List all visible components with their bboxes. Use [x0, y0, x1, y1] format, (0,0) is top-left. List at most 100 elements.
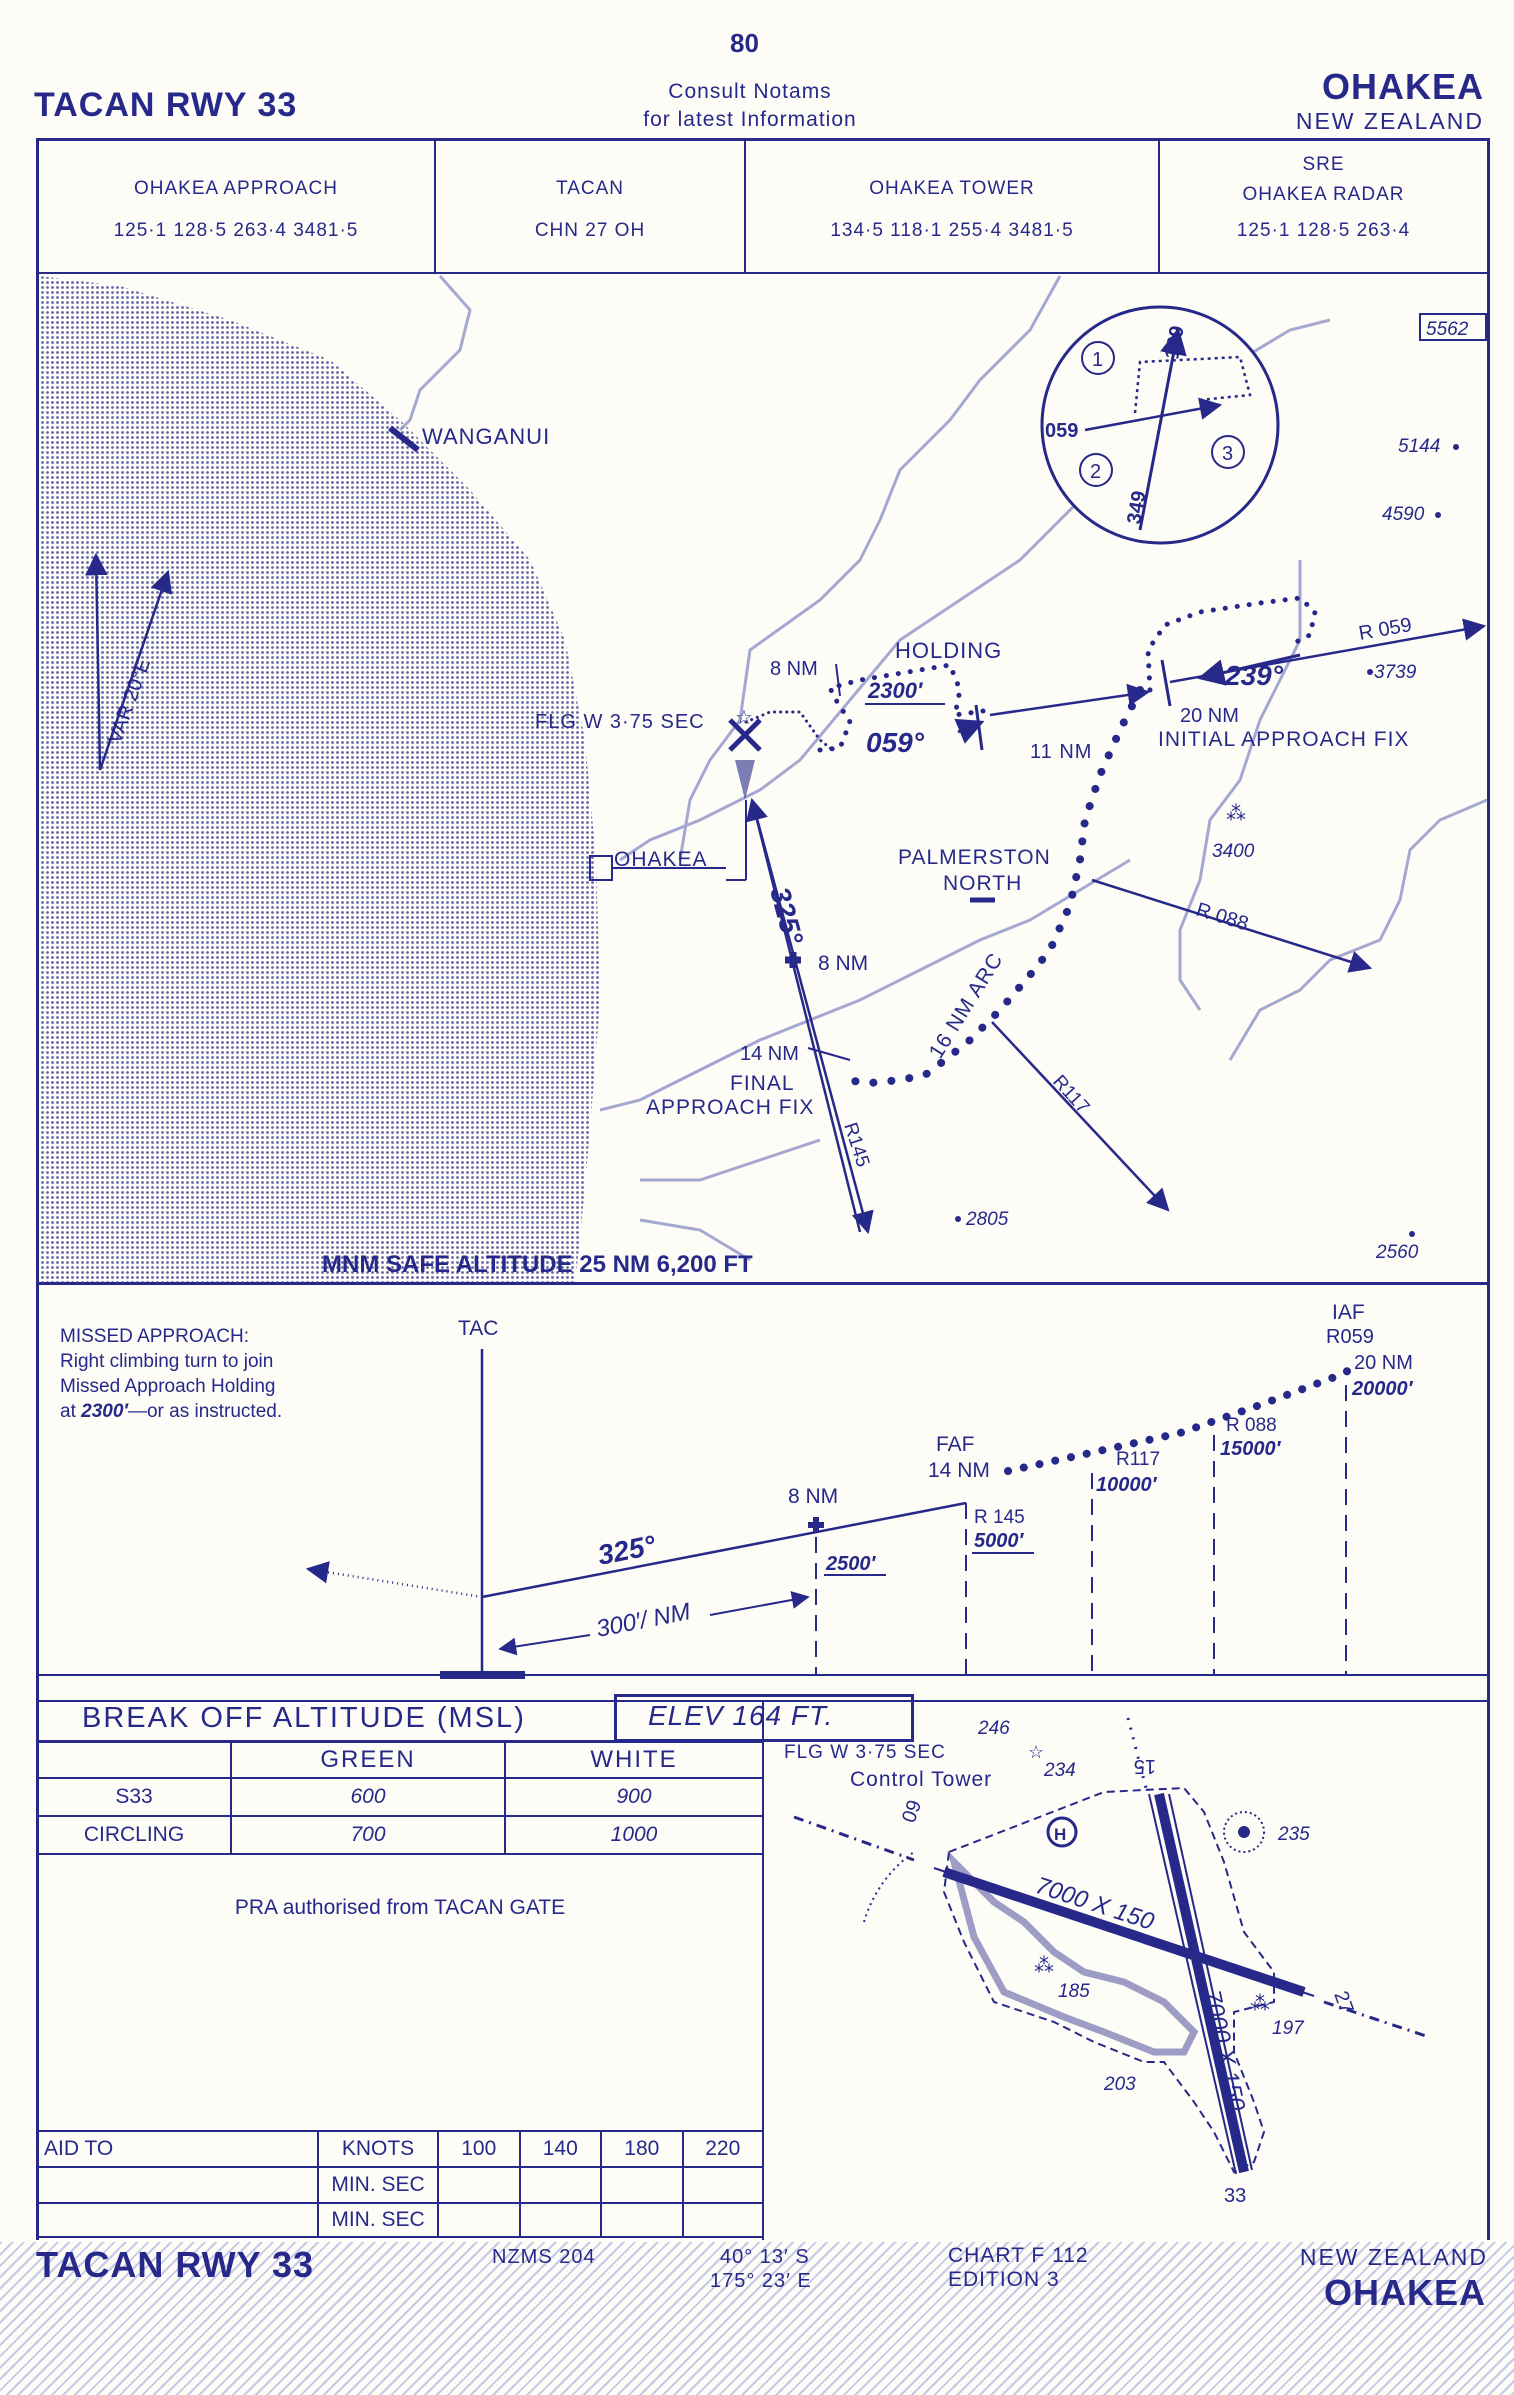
ohakea-label: OHAKEA [614, 848, 708, 871]
missed-line-2: Right climbing turn to join [60, 1351, 274, 1372]
flg-star-icon: ☆ [735, 707, 753, 729]
spot-2560: 2560 [1375, 1242, 1419, 1263]
freq-tower-name: OHAKEA TOWER [869, 178, 1035, 199]
river-2 [678, 275, 1062, 861]
profile-alt-15000: 15000′ [1220, 1438, 1282, 1460]
chart-title: TACAN RWY 33 [34, 86, 298, 124]
freq-radar-name: OHAKEA RADAR [1242, 184, 1405, 205]
aero-197: 197 [1272, 2018, 1305, 2039]
col-green: GREEN [230, 1741, 506, 1779]
palmerston-label-1: PALMERSTON [898, 846, 1051, 869]
spot-5144: 5144 [1398, 436, 1440, 457]
palmerston-label-2: NORTH [943, 872, 1022, 895]
plan-faf-2: APPROACH FIX [646, 1096, 814, 1119]
plan-dist-11nm: 11 NM [1030, 741, 1092, 763]
aero-rwy-15: 15 [1134, 1755, 1156, 1777]
speed-140: 140 [518, 2130, 603, 2168]
aero-185: 185 [1058, 1981, 1090, 2002]
spot-4590: 4590 [1382, 504, 1425, 525]
obstacle-3400-icon: ⁂ [1226, 803, 1246, 825]
aero-235: 235 [1277, 1824, 1310, 1845]
freq-tower-values: 134·5 118·1 255·4 3481·5 [830, 220, 1074, 241]
obstacle-185-icon: ⁂ [1034, 1955, 1054, 1977]
footer-title: TACAN RWY 33 [36, 2244, 315, 2285]
footer-edition: EDITION 3 [948, 2268, 1060, 2291]
profile-alt-20000: 20000′ [1351, 1378, 1414, 1400]
spot-2805: 2805 [965, 1209, 1009, 1230]
freq-tacan-name: TACAN [556, 178, 624, 199]
flg-label: FLG W 3·75 SEC [535, 711, 705, 733]
frame-left [36, 138, 39, 2240]
plan-arc: 16 NM ARC [925, 949, 1008, 1063]
profile-faf: FAF [936, 1433, 975, 1456]
helipad-icon: H [1054, 1825, 1066, 1844]
profile-alt-2500: 2500′ [825, 1553, 876, 1575]
aero-246: 246 [977, 1718, 1010, 1739]
row-label-s33: S33 [38, 1777, 232, 1817]
minima-title: BREAK OFF ALTITUDE (MSL) [82, 1702, 526, 1734]
aero-flg: FLG W 3·75 SEC [784, 1742, 946, 1763]
dme-arc [841, 686, 1144, 1088]
missed-approach: MISSED APPROACH: Right climbing turn to … [60, 1324, 282, 1424]
freq-sep-2 [744, 138, 746, 272]
msa-label: MNM SAFE ALTITUDE 25 NM 6,200 FT [322, 1251, 753, 1278]
speed-220: 220 [681, 2130, 762, 2168]
speed-180: 180 [600, 2130, 684, 2168]
elev-label: ELEV 164 FT. [648, 1700, 834, 1731]
plan-crs-239: 239° [1224, 660, 1284, 691]
missed-line-3: Missed Approach Holding [60, 1376, 276, 1397]
profile-alt-5000: 5000′ [974, 1530, 1024, 1552]
elev-box [614, 1694, 914, 1742]
aero-rwy-b: 7000 X 150 [1198, 1988, 1250, 2114]
notams-line-1: Consult Notams [668, 80, 832, 103]
profile-iaf-r: R059 [1326, 1326, 1374, 1348]
wanganui-label: WANGANUI [422, 424, 550, 449]
aero-flg-star-icon: ☆ [1028, 1742, 1044, 1762]
plan-dist-8nm: 8 NM [818, 952, 868, 975]
inset-1: 1 [1092, 349, 1103, 371]
sea-area [39, 276, 600, 1282]
row-label-circling: CIRCLING [38, 1815, 232, 1855]
spot-3739: 3739 [1374, 662, 1417, 683]
plan-iaf-label: INITIAL APPROACH FIX [1158, 728, 1409, 751]
inset-2: 2 [1090, 461, 1101, 483]
profile-r117: R117 [1116, 1449, 1160, 1470]
frame-top [36, 138, 1490, 141]
minima-line [36, 1740, 762, 1742]
speed-100: 100 [437, 2130, 521, 2168]
profile-alt-10000: 10000′ [1096, 1474, 1158, 1496]
plan-r117: R117 [1048, 1071, 1093, 1118]
inset-059: 059 [1045, 420, 1078, 442]
river-7 [640, 1138, 821, 1182]
freq-divider [36, 272, 1490, 274]
plan-divider [36, 1282, 1490, 1285]
holding-label: HOLDING [895, 638, 1002, 663]
footer-lat: 40° 13′ S [720, 2246, 810, 2268]
country-name: NEW ZEALAND [1295, 108, 1484, 134]
freq-radar-sre: SRE [1302, 154, 1345, 175]
minima-table: GREEN WHITE S33 600 900 CIRCLING 700 100… [38, 1741, 762, 1855]
frame-right [1487, 138, 1490, 2240]
aero-203: 203 [1103, 2074, 1136, 2095]
profile-iaf-dist: 20 NM [1354, 1352, 1413, 1374]
hold-dist-8nm: 8 NM [770, 658, 818, 680]
spot-5562: 5562 [1426, 319, 1469, 340]
plan-crs-059: 059° [866, 727, 925, 758]
missed-line-1: MISSED APPROACH: [60, 1326, 249, 1347]
plan-view: WANGANUI VAR 20°E FLG W 3·75 SEC ☆ OHAKE… [39, 275, 1488, 1282]
freq-radar-values: 125·1 128·5 263·4 [1236, 220, 1411, 241]
inset-3: 3 [1222, 443, 1233, 465]
s33-white: 900 [504, 1777, 762, 1817]
holding-pattern [817, 662, 993, 753]
min-sec-1: MIN. SEC [317, 2166, 439, 2204]
speed-aid: AID TO [38, 2130, 319, 2168]
plan-dist-14nm: 14 NM [740, 1043, 799, 1065]
footer-hatch [0, 2242, 1514, 2395]
freq-sep-1 [434, 138, 436, 272]
missed-line-4: at 2300′—or as instructed. [60, 1401, 283, 1422]
profile-view: TAC 325° 300′/ NM 8 NM 2500′ FAF 14 NM R… [305, 1301, 1414, 1679]
freq-approach-values: 125·1 128·5 263·4 3481·5 [113, 220, 359, 241]
minima-sep [762, 1700, 764, 2240]
footer-chart: CHART F 112 [948, 2244, 1089, 2267]
river-5 [1228, 798, 1488, 1061]
